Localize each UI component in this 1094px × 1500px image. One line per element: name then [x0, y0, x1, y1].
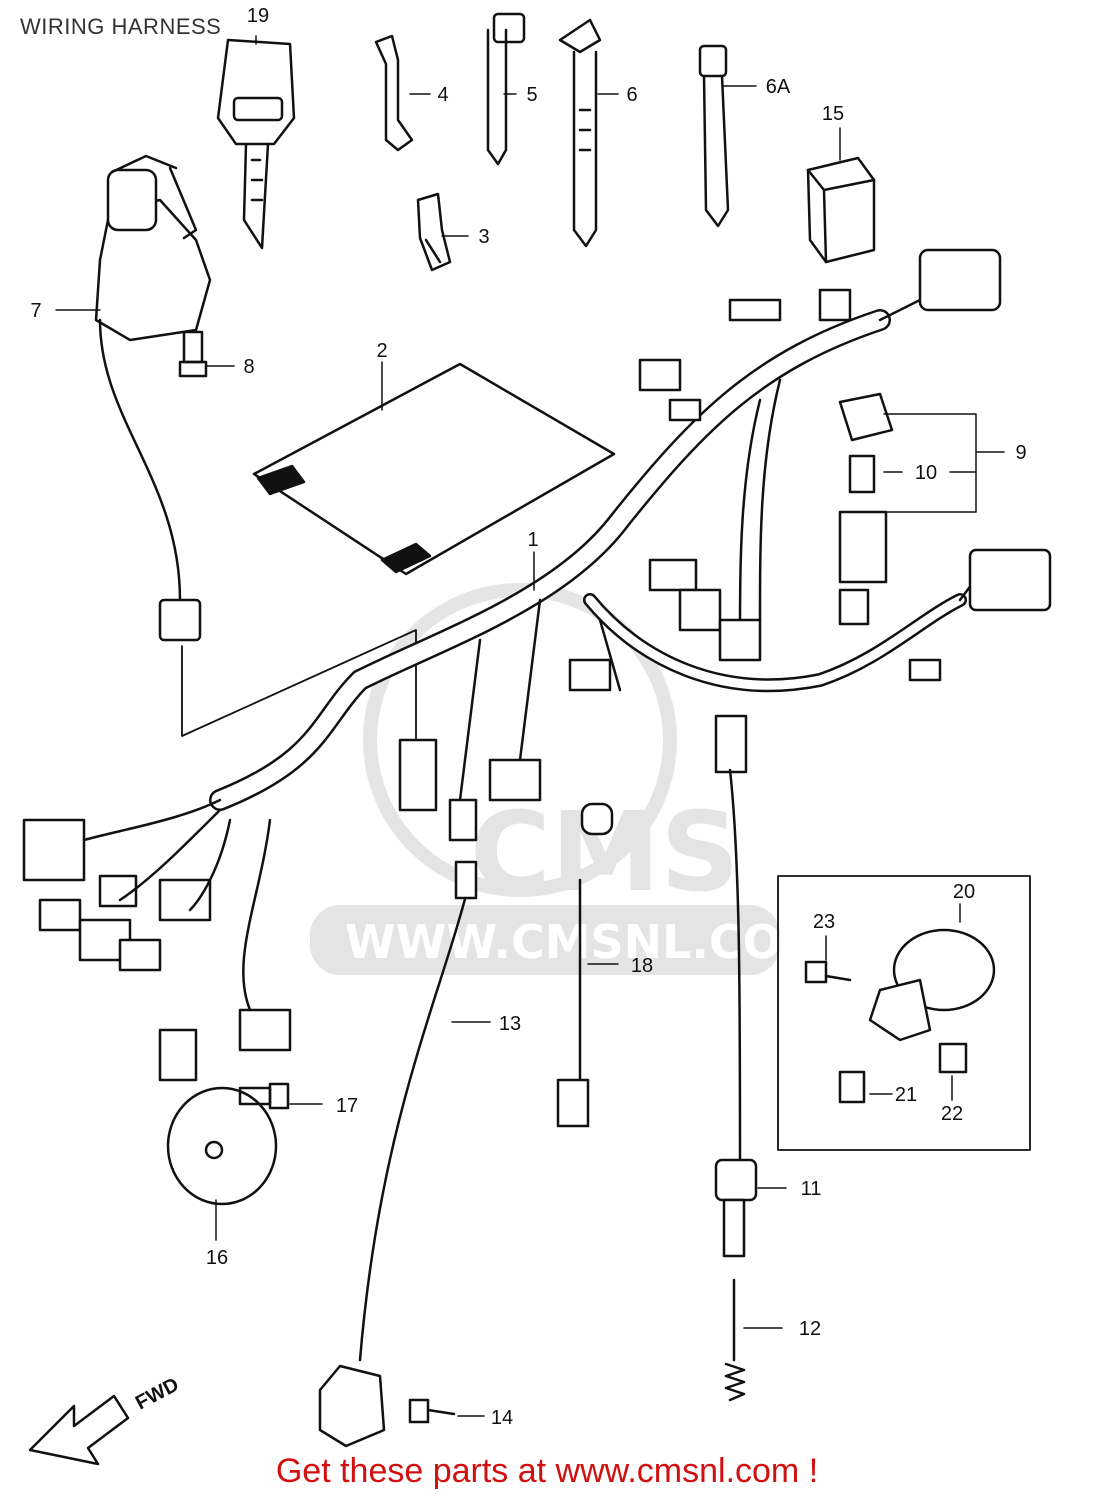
cable-tie-6 [558, 18, 602, 248]
inset-box [777, 875, 1031, 1151]
direction-label: FWD [132, 1374, 183, 1415]
screw-14 [408, 1398, 456, 1424]
spring-12 [724, 1278, 746, 1402]
horn-16 [158, 1028, 278, 1206]
clamp-4 [374, 34, 414, 152]
callout-2: 2 [376, 340, 387, 362]
meter-20 [868, 928, 996, 1042]
callout-14: 14 [491, 1407, 513, 1429]
callout-22: 22 [941, 1103, 963, 1125]
callout-23: 23 [813, 911, 835, 933]
callout-labels: 1 2 3 4 5 6 6A 7 8 9 10 11 12 13 14 15 1… [30, 5, 1026, 1429]
callout-21: 21 [895, 1084, 917, 1106]
ignition-switch [94, 154, 212, 642]
callout-6a: 6A [766, 76, 791, 98]
page-title: WIRING HARNESS [20, 14, 222, 39]
callout-17: 17 [336, 1095, 358, 1117]
callout-3: 3 [478, 226, 489, 248]
grommet-22 [938, 1042, 968, 1074]
screw-23 [804, 960, 852, 984]
callout-10: 10 [915, 462, 937, 484]
callout-19: 19 [247, 5, 269, 27]
cable-tie-6a [698, 44, 730, 228]
main-harness [209, 288, 992, 811]
leader-lines [55, 35, 1005, 1417]
harness-connectors [22, 248, 1052, 1052]
callout-7: 7 [30, 300, 41, 322]
bolt-17 [238, 1082, 290, 1110]
callout-6: 6 [626, 84, 637, 106]
nut-21 [838, 1070, 866, 1104]
callout-11: 11 [801, 1178, 822, 1200]
condenser-18 [556, 802, 614, 1128]
bolt-8 [178, 330, 208, 378]
switch-11 [714, 1158, 758, 1258]
callout-15: 15 [822, 103, 844, 125]
callout-20: 20 [953, 881, 975, 903]
cable-tie-5 [486, 12, 526, 166]
callout-18: 18 [631, 955, 653, 977]
footer-link-text: Get these parts at www.cmsnl.com ! [275, 1452, 819, 1490]
lead-wires [82, 768, 742, 1362]
switch-13 [318, 860, 478, 1448]
callout-12: 12 [799, 1318, 821, 1340]
callout-16: 16 [206, 1247, 228, 1269]
callout-1: 1 [527, 529, 538, 551]
callout-9: 9 [1015, 442, 1026, 464]
wiring-sheet [252, 362, 616, 576]
clamp-3 [416, 192, 452, 272]
watermark-url: WWW.CMSNL.COM [345, 915, 828, 969]
ignition-key [216, 38, 296, 250]
callout-5: 5 [526, 84, 537, 106]
callout-4: 4 [437, 84, 448, 106]
callout-13: 13 [499, 1013, 521, 1035]
fwd-arrow [28, 1394, 130, 1466]
relay-15 [806, 156, 876, 264]
callout-8: 8 [243, 356, 254, 378]
